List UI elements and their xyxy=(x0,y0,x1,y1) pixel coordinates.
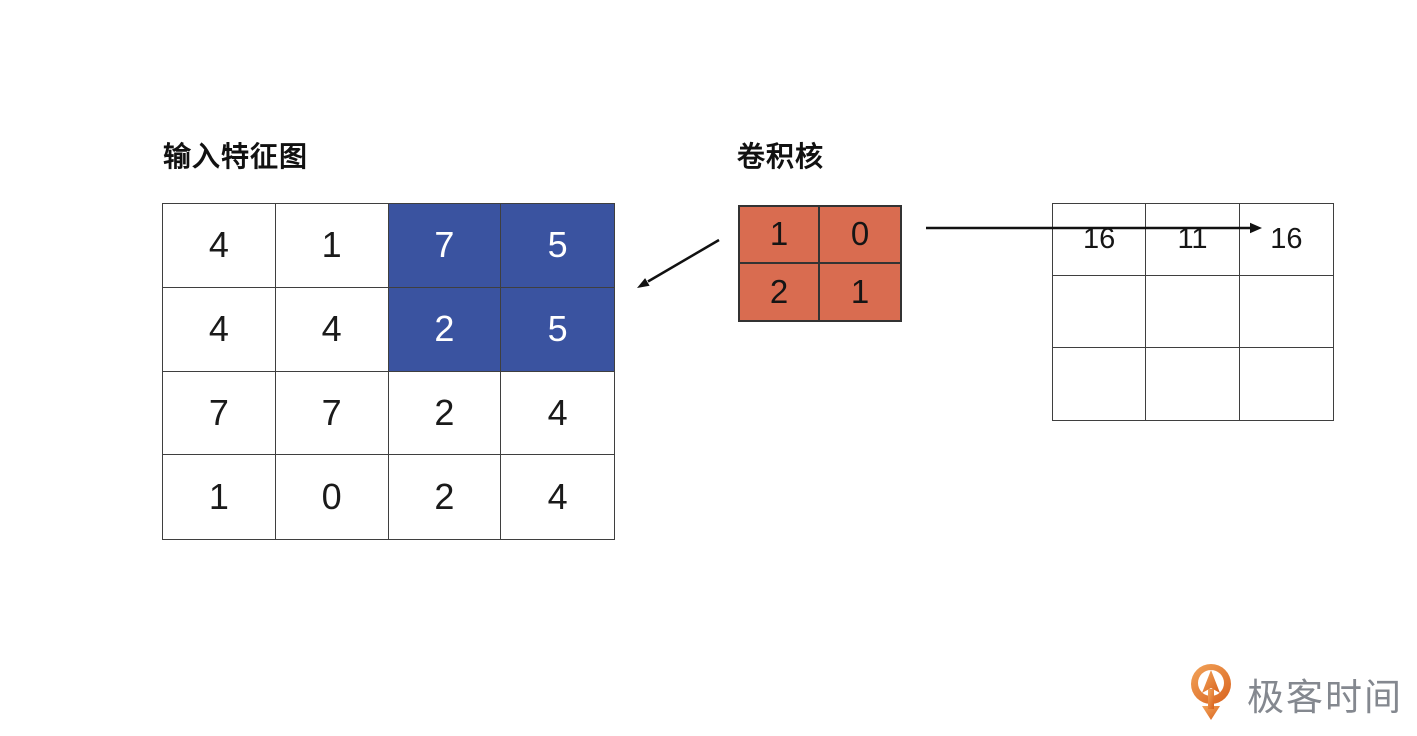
input-cell-highlighted: 5 xyxy=(501,287,614,372)
input-cell: 4 xyxy=(547,476,568,518)
output-cell xyxy=(1053,348,1147,420)
input-cell: 1 xyxy=(275,204,389,288)
arrow-kernel-to-input xyxy=(637,238,720,288)
input-cell: 2 xyxy=(388,371,502,456)
input-cell: 4 xyxy=(163,287,276,372)
output-cell: 16 xyxy=(1239,204,1333,276)
output-cell xyxy=(1053,276,1147,348)
kernel-cell: 2 xyxy=(740,263,820,320)
output-cell: 16 xyxy=(1053,204,1147,276)
output-map-grid: 16 11 16 xyxy=(1052,203,1334,421)
kernel-cell: 0 xyxy=(820,207,900,264)
kernel-cell: 1 xyxy=(740,207,820,264)
input-cell: 4 xyxy=(275,287,389,372)
geektime-logo-text: 极客时间 xyxy=(1247,677,1403,718)
input-cell: 4 xyxy=(163,204,276,288)
kernel-cell: 1 xyxy=(850,272,870,310)
input-cell: 7 xyxy=(163,371,276,456)
input-cell: 4 xyxy=(501,372,614,456)
kernel-grid: 1 0 2 1 xyxy=(738,205,902,322)
output-cell xyxy=(1146,276,1240,348)
output-cell xyxy=(1240,348,1333,420)
output-cell xyxy=(1146,348,1240,420)
geektime-logo: 极客时间 xyxy=(1189,663,1403,725)
input-feature-map-grid: 4 1 7 5 4 4 2 5 7 7 2 4 1 0 2 4 xyxy=(162,203,615,540)
output-cell: 11 xyxy=(1146,204,1240,276)
input-cell-highlighted: 5 xyxy=(501,204,614,288)
input-cell: 2 xyxy=(389,455,502,539)
input-feature-map-label: 输入特征图 xyxy=(163,141,309,172)
kernel-label: 卷积核 xyxy=(737,141,825,172)
input-cell-highlighted: 2 xyxy=(388,287,502,372)
geektime-q-arrow-icon xyxy=(1191,664,1231,720)
input-cell: 0 xyxy=(276,455,389,539)
input-cell-highlighted: 7 xyxy=(388,204,502,288)
output-cell xyxy=(1239,276,1333,348)
input-cell: 7 xyxy=(275,371,389,456)
input-cell: 1 xyxy=(163,455,276,539)
